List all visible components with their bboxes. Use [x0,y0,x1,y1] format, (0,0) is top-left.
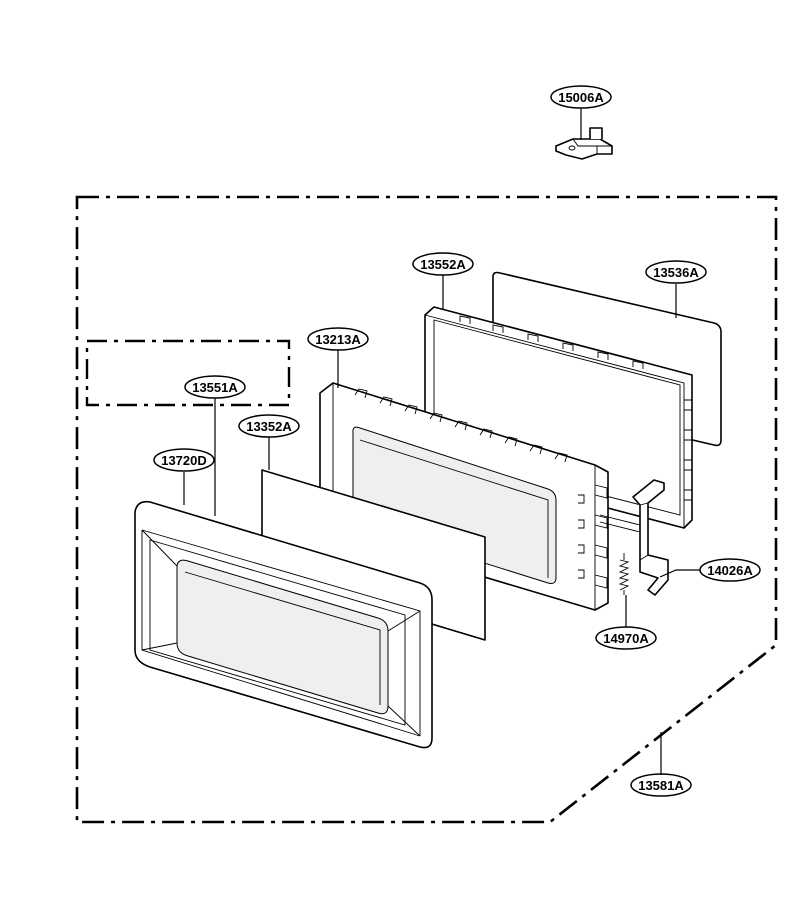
leader-lines [183,108,700,775]
callout-13720D: 13720D [153,448,215,472]
callout-label: 13213A [315,332,361,347]
callout-label: 13551A [192,380,238,395]
callout-label: 13552A [420,257,466,272]
callout-13536A: 13536A [645,260,707,284]
assembly-boundary [75,195,778,824]
subassembly-boundary [85,339,291,407]
part-spring [618,553,630,595]
callout-13213A: 13213A [307,327,369,351]
callout-label: 13352A [246,419,292,434]
part-door-frame [134,500,433,749]
part-hinge-bracket [555,127,613,160]
callout-label: 14026A [707,563,753,578]
callout-label: 13720D [161,453,207,468]
callout-label: 13536A [653,265,699,280]
callout-label: 14970A [603,631,649,646]
callout-label: 13581A [638,778,684,793]
callout-15006A: 15006A [550,85,612,109]
callout-label: 15006A [558,90,604,105]
leader-14026A [659,569,700,578]
part-latch-lever [599,479,669,596]
callout-13552A: 13552A [412,252,474,276]
callout-14026A: 14026A [699,558,761,582]
callout-14970A: 14970A [595,626,657,650]
callout-13352A: 13352A [238,414,300,438]
callout-13551A: 13551A [184,375,246,399]
callout-13581A: 13581A [630,773,692,797]
part-inner-door [319,382,609,611]
